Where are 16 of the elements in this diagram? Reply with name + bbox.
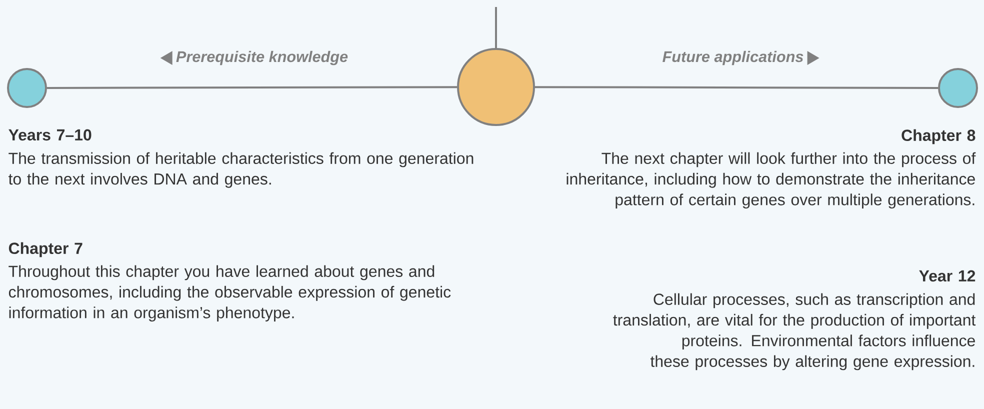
section-heading: Year 12 bbox=[919, 270, 976, 282]
description-text: The next chapter will look further into the process of inheritance, including how to demonstrate the inheritance pattern of certain genes over multiple generations. bbox=[566, 152, 976, 208]
description-text: The transmission of heritable characteristics from one generation to the next involves DNA and genes. bbox=[8, 152, 474, 188]
description-text: Throughout this chapter you have learned about genes and chromosomes, including the observable expression of genetic information in an organism’s phenotype. bbox=[8, 265, 451, 322]
connector-line bbox=[495, 7, 497, 48]
description-text: Cellular processes, such as transcription and translation, are vital for the production of important proteins. Environmental factors influence these processes by altering gene expression. bbox=[613, 293, 976, 370]
connector-line bbox=[47, 86, 458, 89]
section-heading: Chapter 8 bbox=[902, 129, 976, 144]
timeline-circle bbox=[7, 68, 48, 108]
timeline-circle bbox=[938, 68, 978, 108]
edge-label: Future applications bbox=[660, 50, 806, 66]
connector-line bbox=[535, 86, 938, 89]
section-heading: Chapter 7 bbox=[8, 242, 82, 258]
section-heading: Years 7–10 bbox=[8, 129, 92, 141]
timeline-circle bbox=[457, 48, 535, 126]
edge-label: Prerequisite knowledge bbox=[174, 50, 350, 66]
